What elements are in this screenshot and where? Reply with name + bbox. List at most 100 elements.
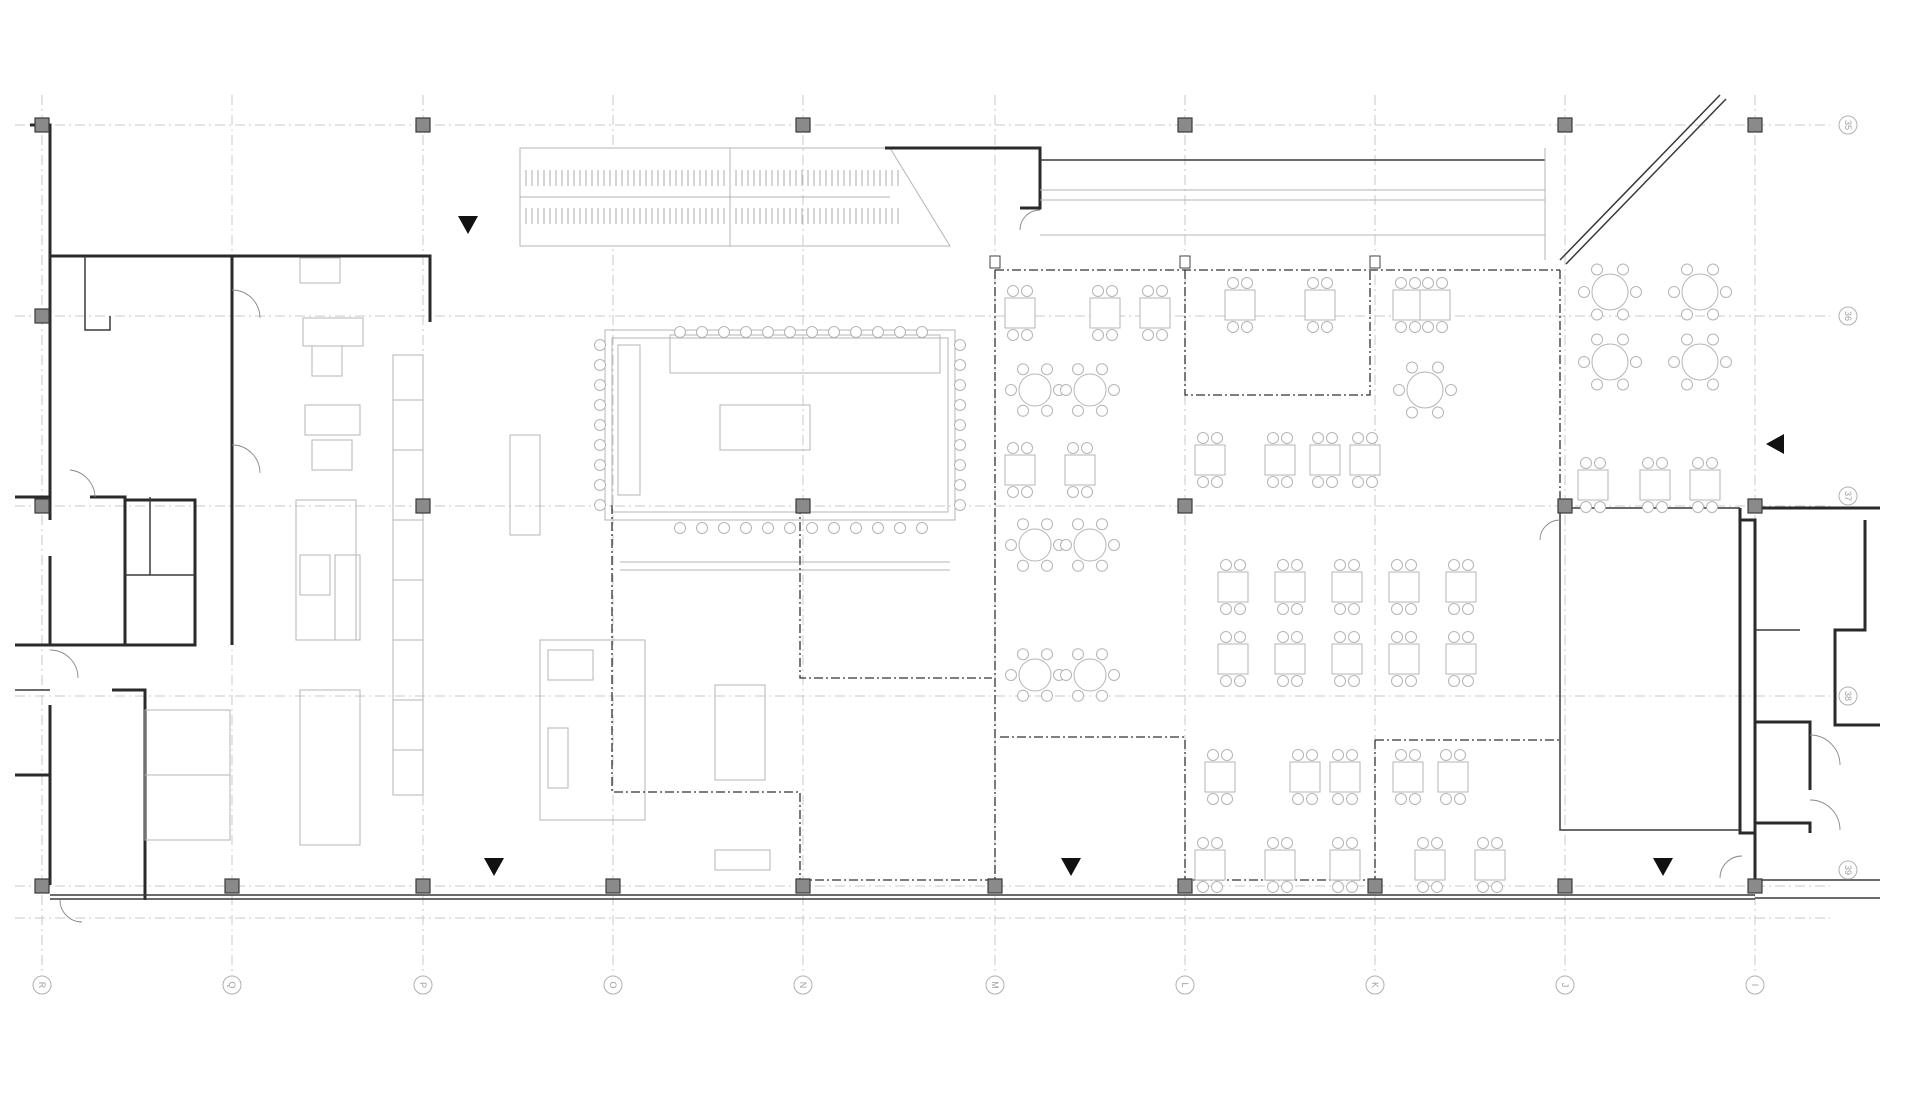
chair: [1346, 793, 1358, 805]
chair: [1021, 285, 1033, 297]
chair: [850, 326, 862, 338]
table-4top: [1274, 643, 1306, 675]
chair: [1409, 321, 1421, 333]
chair: [1720, 286, 1732, 298]
table-4top: [1064, 454, 1096, 486]
grid-bubble: 37: [1838, 486, 1858, 506]
chair: [1060, 539, 1072, 551]
chair: [1017, 559, 1029, 572]
grid-label: Q: [227, 981, 237, 988]
grid-label: O: [608, 981, 618, 988]
chair: [1142, 329, 1154, 341]
chair: [1706, 457, 1718, 469]
table-4top: [1639, 469, 1671, 501]
chair: [1007, 486, 1019, 498]
section-marker-left-icon: [1766, 434, 1784, 454]
chair: [594, 379, 606, 391]
chair: [594, 339, 606, 351]
chair: [1681, 263, 1693, 276]
chair: [1156, 329, 1168, 341]
chair: [850, 522, 862, 534]
chair: [1007, 329, 1019, 341]
chair: [1207, 749, 1219, 761]
table-4top: [1004, 454, 1036, 486]
chair: [872, 522, 884, 534]
table-4top: [1204, 761, 1236, 793]
chair: [594, 459, 606, 471]
chair: [1352, 432, 1364, 444]
chair: [1454, 749, 1466, 761]
table-4top: [1349, 444, 1381, 476]
chair: [1578, 286, 1590, 298]
chair: [1096, 518, 1108, 531]
chair: [1007, 442, 1019, 454]
column: [34, 878, 50, 894]
chair: [1234, 559, 1246, 571]
chair: [1334, 631, 1346, 643]
chair: [1267, 476, 1279, 488]
chair: [594, 479, 606, 491]
chair: [1067, 442, 1079, 454]
chair: [1352, 476, 1364, 488]
chair: [872, 326, 884, 338]
grid-bubble: I: [1745, 975, 1765, 995]
structural-columns: [34, 117, 1763, 894]
chair: [1681, 378, 1693, 391]
table-4top: [1089, 297, 1121, 329]
chair: [1617, 378, 1629, 391]
chair: [1366, 432, 1378, 444]
table-4top: [1388, 571, 1420, 603]
chair: [1277, 675, 1289, 687]
table-round: [1681, 343, 1719, 381]
chair: [954, 479, 966, 491]
chair: [1681, 308, 1693, 321]
chair: [1241, 277, 1253, 289]
chair: [1041, 363, 1053, 376]
table-round: [1406, 371, 1444, 409]
chair: [1642, 457, 1654, 469]
mullion: [989, 255, 1001, 269]
chair: [1220, 675, 1232, 687]
table-round: [1018, 373, 1052, 407]
chair: [1405, 603, 1417, 615]
chair: [784, 522, 796, 534]
chair: [1292, 793, 1304, 805]
chair: [1326, 476, 1338, 488]
chair: [954, 399, 966, 411]
chair: [954, 339, 966, 351]
chair: [1432, 406, 1444, 419]
chair: [784, 326, 796, 338]
chair: [1391, 675, 1403, 687]
grid-bubble: L: [1175, 975, 1195, 995]
chair: [1334, 603, 1346, 615]
chair: [1326, 432, 1338, 444]
grid-bubble: P: [413, 975, 433, 995]
chair: [1321, 321, 1333, 333]
chair: [1220, 559, 1232, 571]
column: [1747, 878, 1763, 894]
chair: [1306, 749, 1318, 761]
chair: [1617, 263, 1629, 276]
chair: [954, 459, 966, 471]
table-round: [1073, 373, 1107, 407]
chair: [1106, 285, 1118, 297]
chair: [1211, 837, 1223, 849]
chair: [1348, 631, 1360, 643]
chair: [1005, 669, 1017, 681]
grid-bubble: O: [603, 975, 623, 995]
chair: [1431, 837, 1443, 849]
chair: [1348, 675, 1360, 687]
chair: [1211, 432, 1223, 444]
chair: [1197, 881, 1209, 893]
chair: [1409, 749, 1421, 761]
chair: [1007, 285, 1019, 297]
chair: [1642, 501, 1654, 513]
column: [795, 878, 811, 894]
table-round: [1073, 528, 1107, 562]
chair: [1346, 837, 1358, 849]
table-4top: [1289, 761, 1321, 793]
chair: [1291, 631, 1303, 643]
chair: [1406, 406, 1418, 419]
chair: [696, 326, 708, 338]
table-round: [1591, 273, 1629, 311]
